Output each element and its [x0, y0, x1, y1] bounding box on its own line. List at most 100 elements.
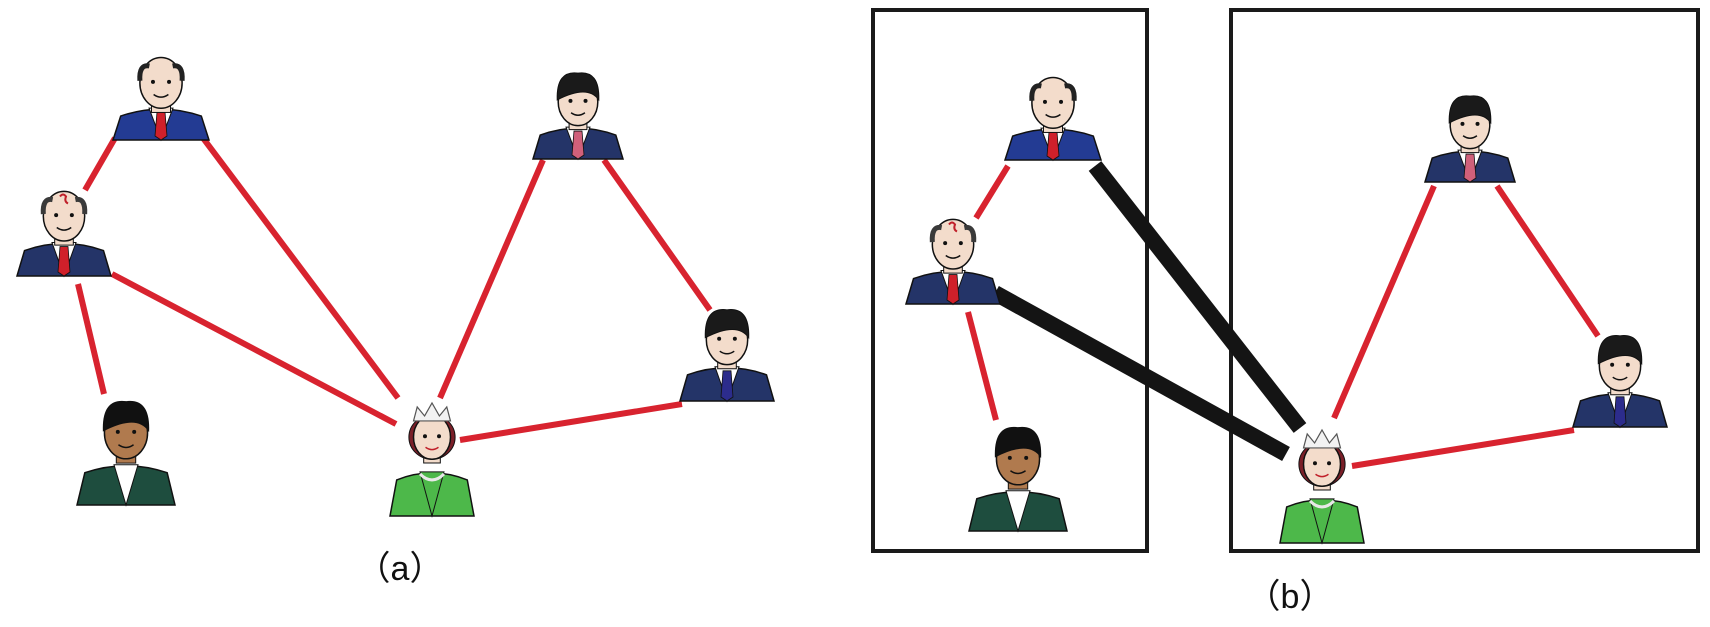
eye-shape	[1475, 121, 1480, 126]
eye-shape	[1007, 455, 1012, 460]
hair-shape	[172, 63, 185, 81]
crown-shape	[1302, 428, 1342, 449]
panel-a-caption: （a）	[357, 550, 444, 588]
eye-shape	[150, 79, 155, 84]
tie-shape	[1046, 131, 1060, 161]
balding-man-portrait-icon	[904, 218, 1002, 306]
hair-shape	[74, 196, 88, 215]
eye-shape	[958, 241, 963, 246]
smiling-man-portrait-icon	[1572, 335, 1668, 429]
mouth-shape	[1462, 135, 1478, 139]
community-boxes	[871, 8, 1700, 553]
eye-shape	[115, 429, 120, 434]
hair-shape	[994, 426, 1042, 459]
mouth-shape	[570, 112, 586, 116]
eye-shape	[943, 241, 948, 246]
eye-shape	[1625, 362, 1630, 367]
hair-shape	[1029, 83, 1042, 101]
edge-m2-m3	[965, 311, 999, 421]
group-left-box	[871, 8, 1149, 553]
edge-m4-m6	[1331, 184, 1437, 420]
hair-shape	[137, 63, 150, 81]
panel-b-caption: （b）	[1247, 578, 1334, 616]
edge-n1-n2	[82, 136, 118, 192]
eye-shape	[1460, 121, 1465, 126]
edge-n4-n5	[601, 158, 713, 312]
eye-shape	[69, 213, 74, 218]
hair-shape	[102, 400, 150, 433]
face-shape	[42, 190, 86, 242]
edge-n2-n3	[75, 283, 107, 395]
eye-shape	[568, 98, 573, 103]
birthmark-shape	[59, 193, 69, 205]
eye-shape	[1042, 99, 1047, 104]
birthmark-shape	[948, 221, 958, 233]
eye-shape	[1312, 461, 1317, 466]
face-shape	[412, 414, 452, 461]
bald-man-portrait-icon	[1003, 76, 1103, 162]
tie-shape	[720, 370, 734, 402]
shirt-shape	[113, 464, 139, 507]
mouth-shape	[945, 254, 961, 259]
shirt-shape	[1309, 498, 1335, 545]
smiling-man-portrait-icon	[679, 309, 775, 403]
bridge-edge-m1-m6	[1088, 161, 1307, 433]
mouth-shape	[1315, 473, 1329, 478]
eye-shape	[732, 336, 737, 341]
dark-skinned-man-portrait-icon	[76, 400, 176, 507]
mouth-shape	[425, 446, 439, 451]
edge-n1-n6	[200, 136, 401, 400]
hair-shape	[40, 196, 54, 215]
edge-m1-m2	[973, 164, 1011, 220]
face-shape	[1302, 441, 1342, 488]
mouth-shape	[1010, 470, 1026, 475]
edge-m4-m5	[1494, 184, 1601, 338]
hair-shape	[929, 224, 943, 243]
mouth-shape	[1045, 113, 1061, 118]
eye-shape	[437, 434, 442, 439]
eye-shape	[422, 434, 427, 439]
mouth-shape	[1612, 376, 1628, 381]
young-man-portrait-icon	[531, 72, 625, 161]
group-right-box	[1229, 8, 1700, 553]
mouth-shape	[153, 93, 169, 98]
nodes	[15, 56, 1668, 545]
shirt-shape	[1005, 490, 1031, 533]
balding-man-portrait-icon	[15, 190, 113, 278]
hair-shape	[1448, 95, 1492, 125]
edge-n2-n6	[110, 271, 398, 427]
hair-shape	[704, 309, 750, 340]
tie-shape	[946, 274, 960, 305]
eye-shape	[54, 213, 59, 218]
tie-shape	[1613, 396, 1627, 428]
eye-shape	[167, 79, 172, 84]
hair-shape	[963, 224, 977, 243]
tie-shape	[571, 130, 585, 160]
edges	[75, 136, 1601, 469]
young-man-portrait-icon	[1423, 95, 1517, 184]
eye-shape	[1024, 455, 1029, 460]
dark-skinned-man-portrait-icon	[968, 426, 1068, 533]
face-shape	[931, 218, 975, 270]
shirt-shape	[419, 471, 445, 518]
hair-shape	[1597, 335, 1643, 366]
eye-shape	[583, 98, 588, 103]
mouth-shape	[56, 226, 72, 231]
tie-shape	[57, 246, 71, 277]
necklace-shape	[418, 472, 446, 482]
crown-shape	[412, 401, 452, 422]
mouth-shape	[719, 350, 735, 355]
crowned-woman-portrait-icon	[389, 401, 475, 518]
edge-m5-m6	[1351, 427, 1575, 469]
bridge-edge-m2-m6	[991, 285, 1290, 462]
hair-shape	[1064, 83, 1077, 101]
bald-man-portrait-icon	[111, 56, 211, 142]
mouth-shape	[118, 444, 134, 449]
crowned-woman-portrait-icon	[1279, 428, 1365, 545]
face-shape	[139, 56, 183, 109]
edge-n5-n6	[459, 401, 683, 443]
face-shape	[1031, 76, 1075, 129]
eye-shape	[717, 336, 722, 341]
tie-shape	[1463, 153, 1477, 183]
